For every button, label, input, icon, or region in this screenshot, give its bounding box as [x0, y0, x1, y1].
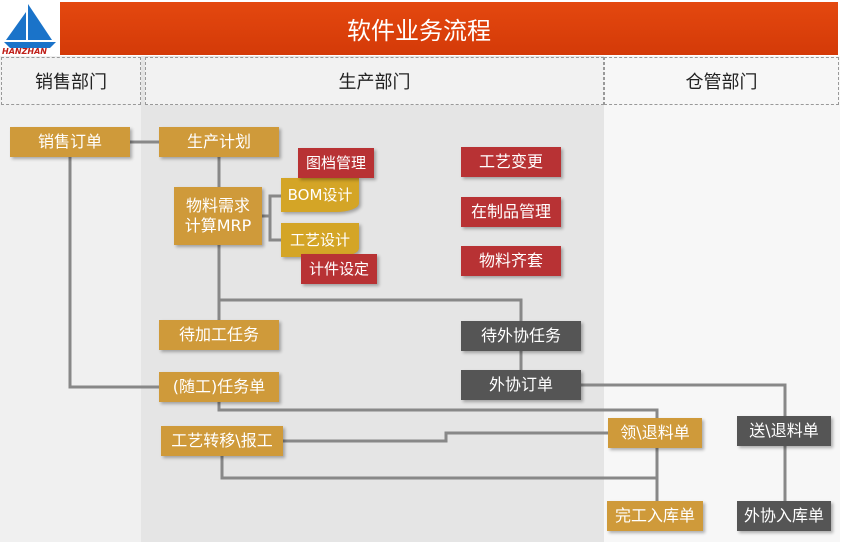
node-job-ticket[interactable]: (随工)任务单 [159, 372, 279, 402]
logo: HANZHAN [0, 0, 60, 55]
node-process-design[interactable]: 工艺设计 [281, 223, 359, 257]
page-title: 软件业务流程 [347, 17, 491, 45]
node-production-plan[interactable]: 生产计划 [159, 127, 279, 157]
node-sales-order[interactable]: 销售订单 [10, 127, 130, 157]
node-send-return[interactable]: 送\退料单 [737, 416, 831, 446]
title-bar: 软件业务流程 [60, 2, 838, 55]
node-mrp[interactable]: 物料需求 计算MRP [174, 187, 262, 245]
node-outsource-receipt[interactable]: 外协入库单 [737, 501, 831, 531]
node-pending-outsource[interactable]: 待外协任务 [461, 321, 581, 351]
node-transfer-report[interactable]: 工艺转移\报工 [161, 426, 283, 456]
sailboat-logo-icon: HANZHAN [2, 4, 56, 55]
node-issue-return[interactable]: 领\退料单 [608, 418, 702, 448]
svg-text:HANZHAN: HANZHAN [2, 47, 47, 55]
node-outsource-order[interactable]: 外协订单 [461, 370, 581, 400]
dept-warehouse: 仓管部门 [604, 57, 839, 105]
node-bom-design[interactable]: BOM设计 [281, 178, 359, 212]
dept-production: 生产部门 [145, 57, 604, 105]
node-wip-mgmt[interactable]: 在制品管理 [461, 197, 561, 227]
node-finished-receipt[interactable]: 完工入库单 [607, 501, 703, 531]
node-pending-task[interactable]: 待加工任务 [159, 320, 279, 350]
node-process-change[interactable]: 工艺变更 [461, 147, 561, 177]
node-material-kit[interactable]: 物料齐套 [461, 246, 561, 276]
dept-sales: 销售部门 [1, 57, 141, 105]
node-drawing-mgmt[interactable]: 图档管理 [298, 148, 374, 178]
node-piece-setting[interactable]: 计件设定 [301, 254, 377, 284]
warehouse-lane [604, 56, 840, 542]
